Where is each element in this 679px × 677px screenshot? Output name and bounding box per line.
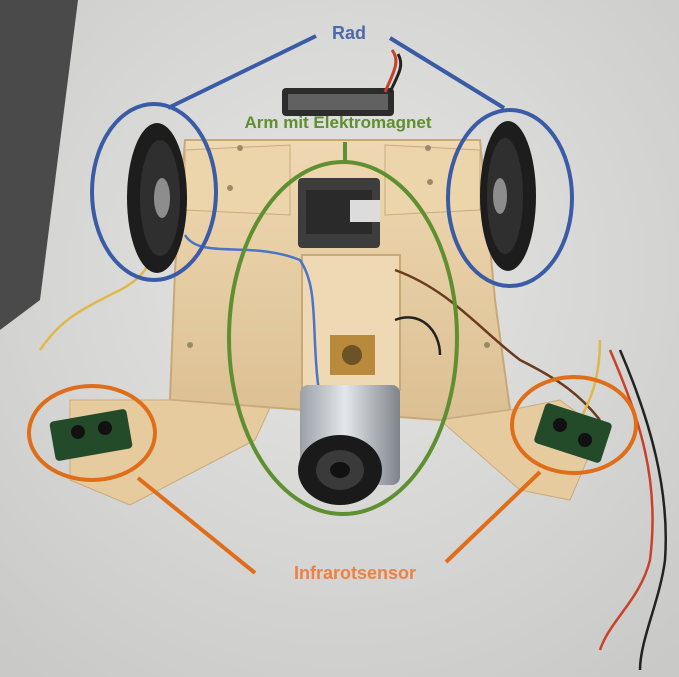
right-sensor-board-shape <box>534 403 612 463</box>
arm-label: Arm mit Elektromagnet <box>244 113 431 132</box>
left-sensor-circle <box>27 384 157 482</box>
right-wheel-line <box>388 36 506 110</box>
right-sensor-line <box>444 470 542 564</box>
right-wheel-shape <box>480 121 536 271</box>
left-wheel-circle <box>90 102 218 282</box>
left-wheel-shape <box>127 123 187 273</box>
left-wheel-line <box>167 34 317 110</box>
left-sensor-line <box>136 476 257 575</box>
left-sensor-board-shape <box>49 409 133 461</box>
right-sensor-circle <box>510 375 638 475</box>
magnet-shape <box>298 385 400 505</box>
chassis <box>69 139 601 506</box>
sensor-annotation: Infrarotsensor <box>27 375 638 583</box>
right-wheel-circle <box>446 108 574 288</box>
servo-shape <box>298 178 401 391</box>
battery-shape <box>282 49 403 116</box>
wheel-annotation: Rad <box>90 23 574 288</box>
wheel-label: Rad <box>332 23 366 43</box>
arm-annotation: Arm mit Elektromagnet <box>227 113 459 516</box>
sensor-label: Infrarotsensor <box>294 563 416 583</box>
